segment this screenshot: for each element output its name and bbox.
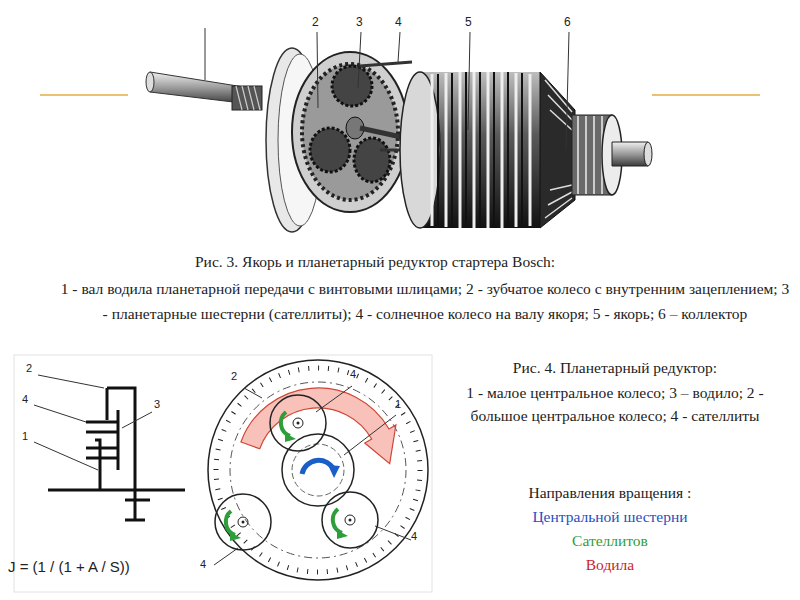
- callout-number: 3: [356, 14, 363, 30]
- figure-legend-text: 1 - малое центральное колесо; 3 – водило…: [445, 381, 785, 427]
- callout-number: 4: [200, 557, 206, 571]
- callout-number: 2: [231, 369, 237, 383]
- view-leaders: [214, 386, 411, 565]
- legend-text: Водила: [460, 555, 760, 575]
- commutator: [572, 115, 652, 195]
- figure-caption: Рис. 3. Якорь и планетарный редуктор ста…: [195, 252, 555, 272]
- callout-number: 6: [564, 14, 571, 30]
- legend-text: Сателлитов: [460, 531, 760, 551]
- legend-text: Центральной шестерни: [460, 507, 760, 527]
- leader-lines: [205, 28, 569, 150]
- callout-number: 1: [22, 429, 28, 443]
- legend-heading: Направления вращения :: [460, 483, 760, 503]
- callout-number: 1: [395, 397, 401, 411]
- callout-number: 3: [154, 397, 160, 411]
- callout-number: 4: [395, 14, 402, 30]
- armature: [400, 72, 575, 228]
- callout-number: 5: [465, 14, 472, 30]
- scheme-leaders: [34, 375, 152, 470]
- schematic-panel: [14, 355, 432, 592]
- figure-caption: Рис. 4. Планетарный редуктор:: [445, 358, 785, 378]
- callout-number: 4: [22, 392, 28, 406]
- kinematic-scheme: [48, 388, 185, 520]
- callout-number: 4: [411, 529, 417, 543]
- callout-number: 2: [312, 14, 319, 30]
- planetary-gear-view: [208, 360, 428, 580]
- ring-gear: [292, 52, 415, 212]
- photo-panel: [128, 8, 652, 240]
- callout-number: 4: [350, 367, 356, 381]
- formula: J = (1 / (1 + A / S)): [8, 557, 130, 577]
- carrier-shaft: [146, 72, 262, 110]
- figure-legend-text: 1 - вал водила планетарной передачи с ви…: [60, 276, 790, 326]
- callout-number: 2: [26, 361, 32, 375]
